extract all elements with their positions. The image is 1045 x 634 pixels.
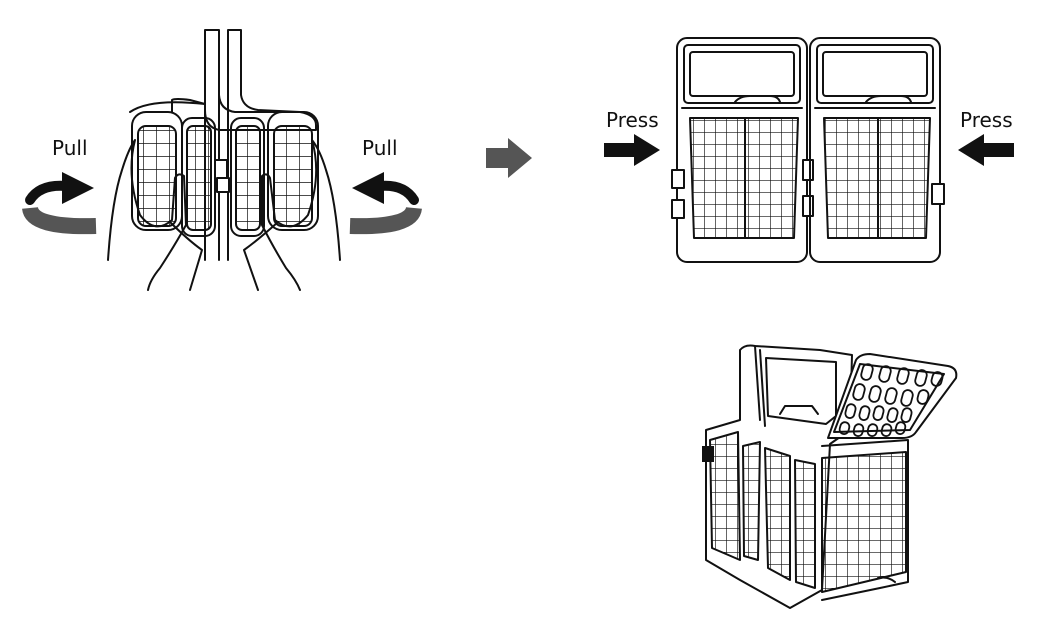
basket-right — [809, 37, 941, 263]
press-arrow-right — [958, 134, 1014, 166]
panel-basket-pair — [671, 37, 945, 263]
press-arrow-left — [604, 134, 660, 166]
pull-arrow-right — [349, 172, 422, 235]
panel-separated-baskets — [107, 29, 341, 291]
right-basket-outer — [267, 111, 319, 231]
pull-label-right: Pull — [362, 136, 398, 160]
right-basket-inner — [230, 117, 265, 237]
pull-label-left: Pull — [52, 136, 88, 160]
basket-left — [676, 37, 808, 263]
panel-assembled-basket — [702, 344, 958, 609]
press-label-right: Press — [960, 108, 1013, 132]
right-hand — [261, 139, 341, 291]
left-hand — [107, 139, 187, 291]
step-arrow-icon — [486, 138, 532, 178]
right-handle — [227, 29, 301, 261]
assembled-body — [705, 344, 853, 609]
pull-arrow-left — [22, 172, 97, 235]
press-label-left: Press — [606, 108, 659, 132]
left-handle — [204, 29, 317, 131]
